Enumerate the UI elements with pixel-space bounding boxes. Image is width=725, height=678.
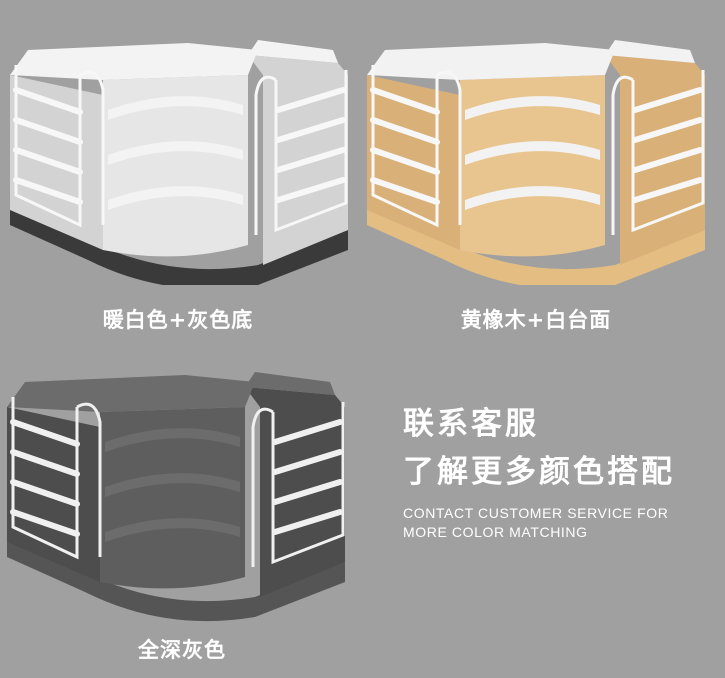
- product-darkgray-counter: [5, 362, 355, 622]
- counter-top-left: [7, 375, 255, 412]
- right-rack-rail-3: [632, 147, 703, 173]
- corner-shelf-3: [465, 186, 600, 210]
- left-rack-rail-3: [370, 147, 440, 175]
- left-rack-rail-1: [13, 87, 83, 115]
- right-rack-rail-2: [275, 117, 346, 143]
- contact-english: CONTACT CUSTOMER SERVICE FOR MORE COLOR …: [403, 505, 669, 540]
- corner-shelf-1: [108, 96, 243, 120]
- right-rack-rail-4: [272, 509, 343, 535]
- left-rack-frame: [371, 65, 439, 228]
- corner-shelf-3: [105, 518, 240, 542]
- product-oak-counter: [365, 35, 715, 285]
- product-white-counter: [8, 35, 358, 285]
- counter-illustration: [10, 40, 348, 285]
- corner-shelf-2: [105, 473, 240, 497]
- right-unit-side: [605, 55, 705, 265]
- contact-heading-1: 联系客服: [403, 406, 539, 442]
- left-rack-arch: [76, 402, 102, 557]
- right-rack-arch: [254, 75, 277, 235]
- counter-illustration: [7, 372, 345, 622]
- right-rack-rail-1: [275, 87, 346, 113]
- left-rack-rail-3: [10, 479, 80, 507]
- counter-top-left: [10, 43, 258, 80]
- right-rack-rail-3: [275, 147, 346, 173]
- left-rack-rail-4: [13, 177, 83, 205]
- corner-shelf-1: [105, 428, 240, 452]
- left-rack-rail-2: [370, 117, 440, 145]
- right-rack-rail-1: [632, 87, 703, 113]
- center-unit: [460, 75, 605, 257]
- corner-shelf-1: [465, 96, 600, 120]
- corner-shelf-2: [465, 141, 600, 165]
- counter-top-right: [245, 372, 335, 395]
- left-rack-frame: [14, 65, 82, 228]
- left-rack-rail-1: [10, 419, 80, 447]
- contact-block: 联系客服 了解更多颜色搭配 CONTACT CUSTOMER SERVICE F…: [403, 402, 683, 542]
- counter-base: [10, 205, 348, 285]
- right-rack-frame: [271, 402, 345, 565]
- left-rack-frame: [11, 397, 79, 560]
- left-rack-arch: [436, 70, 462, 225]
- right-rack-rail-2: [632, 117, 703, 143]
- counter-top-right: [605, 40, 695, 63]
- right-rack-frame: [631, 70, 705, 233]
- right-rack-rail-1: [272, 419, 343, 445]
- right-rack-arch: [251, 407, 274, 567]
- right-rack-rail-4: [275, 177, 346, 203]
- left-rack-rail-4: [370, 177, 440, 205]
- left-rack-rail-1: [370, 87, 440, 115]
- center-unit: [103, 75, 248, 257]
- counter-base: [7, 537, 345, 622]
- corner-shelf-2: [108, 141, 243, 165]
- center-unit: [100, 407, 245, 589]
- left-rack-rail-2: [13, 117, 83, 145]
- caption-oak: 黄橡木+白台面: [460, 308, 612, 332]
- counter-top-right: [248, 40, 338, 63]
- right-rack-frame: [274, 70, 348, 233]
- counter-base: [367, 205, 705, 285]
- right-rack-rail-4: [632, 177, 703, 203]
- right-rack-rail-2: [272, 449, 343, 475]
- left-rack-rail-3: [13, 147, 83, 175]
- contact-heading-2: 了解更多颜色搭配: [403, 454, 675, 490]
- left-rack-rail-2: [10, 449, 80, 477]
- counter-illustration: [367, 40, 705, 285]
- caption-darkgray: 全深灰色: [138, 638, 226, 662]
- counter-top-left: [367, 43, 615, 80]
- left-rack-arch: [79, 70, 105, 225]
- caption-white: 暖白色+灰色底: [102, 308, 254, 332]
- left-rack-rail-4: [10, 509, 80, 537]
- corner-shelf-3: [108, 186, 243, 210]
- right-rack-arch: [611, 75, 634, 235]
- right-unit-side: [245, 387, 345, 597]
- right-unit-side: [248, 55, 348, 265]
- right-rack-rail-3: [272, 479, 343, 505]
